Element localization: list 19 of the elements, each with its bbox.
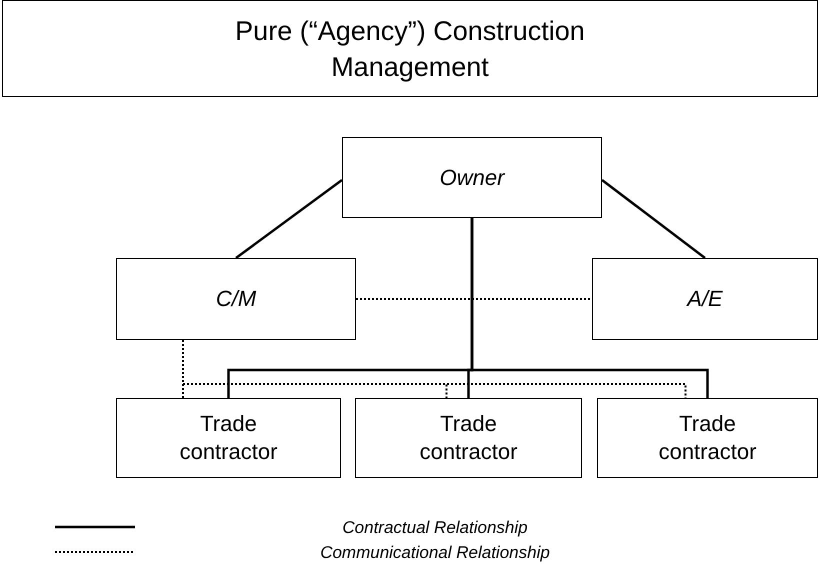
role-box: [592, 258, 818, 340]
role-box: [116, 258, 356, 340]
role-box: [342, 137, 602, 218]
dotted-connector: [356, 298, 592, 300]
solid-connector: [601, 179, 706, 259]
solid-connector: [470, 218, 709, 398]
solid-connector: [235, 179, 343, 259]
role-label: A/E: [685, 285, 724, 313]
title: Pure (“Agency”) Construction Management: [234, 14, 586, 84]
role-label: C/M: [214, 285, 258, 313]
legend-label: Communicational Relationship: [319, 542, 551, 564]
role-label: Trade contractor: [658, 410, 758, 466]
role-box: [116, 398, 341, 478]
role-label: Owner: [438, 164, 506, 192]
legend-label: Contractual Relationship: [341, 517, 529, 539]
role-box: [597, 398, 818, 478]
role-box: [355, 398, 582, 478]
role-label: Trade contractor: [178, 410, 278, 466]
role-label: Trade contractor: [418, 410, 518, 466]
